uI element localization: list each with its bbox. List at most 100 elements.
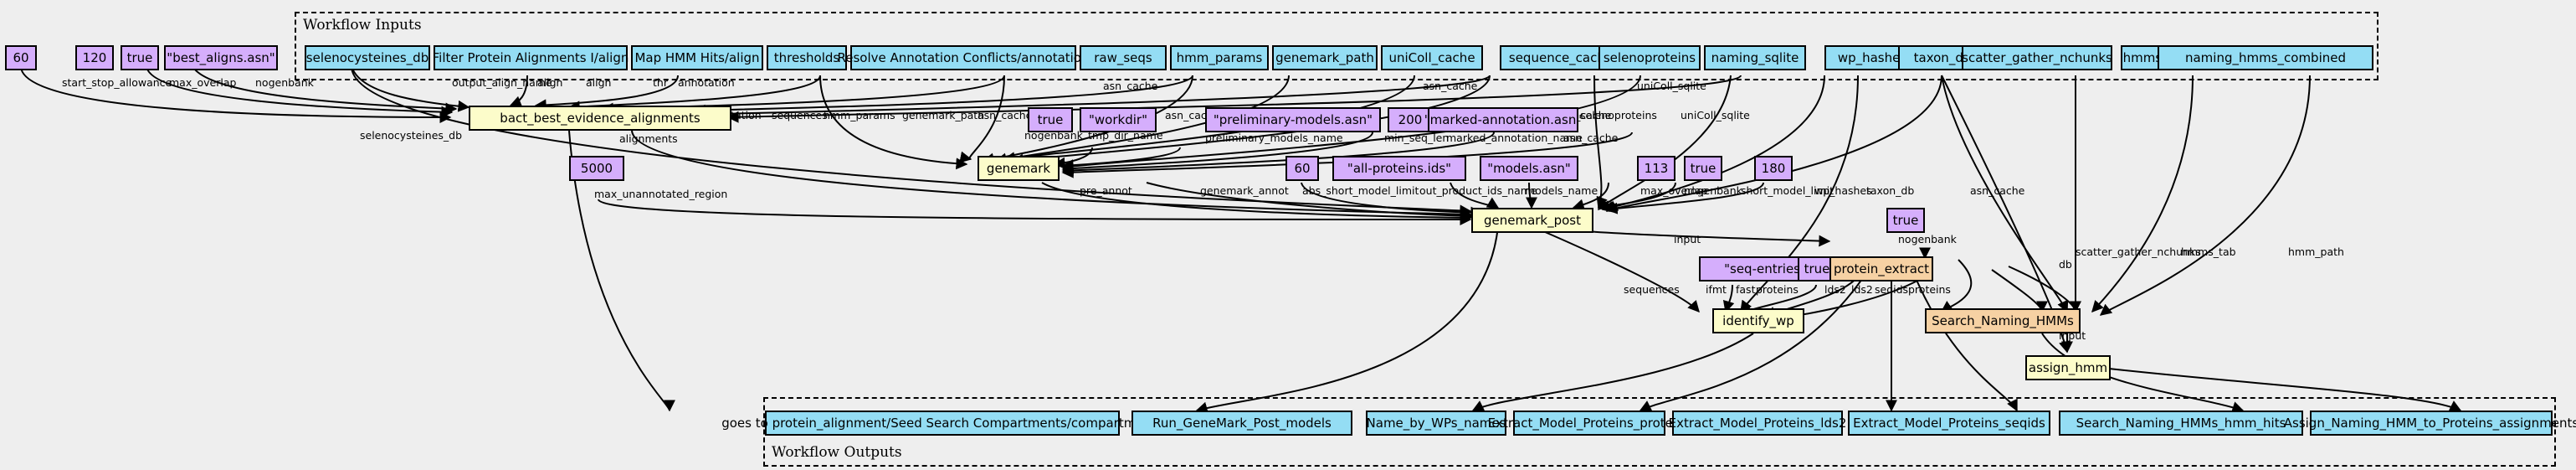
edge [2099,75,2311,316]
edge [2091,75,2194,313]
edge-label: asn_cache [978,109,1033,121]
parameter-node[interactable]: "preliminary-models.asn" [1205,107,1381,132]
input-raw-seqs[interactable]: raw_seqs [1080,45,1167,70]
edge-label: lds2 [1851,283,1873,296]
edge [1471,333,1754,411]
parameter-node[interactable]: true [1886,208,1925,233]
input-unicoll-cache[interactable]: uniColl_cache [1381,45,1483,70]
input-genemark-path[interactable]: genemark_path [1272,45,1378,70]
edge [1941,75,2071,354]
task-genemark[interactable]: genemark [978,156,1060,181]
edge-label: max_unannotated_region [594,188,727,200]
task-genemark-post[interactable]: genemark_post [1471,208,1593,233]
parameter-node[interactable]: "best_aligns.asn" [164,45,278,70]
edge-label: proteins [1908,283,1951,296]
edge-label: seqids [1875,283,1908,296]
output-goes-to-protein-alignment-seed-search-co[interactable]: goes to protein_alignment/Seed Search Co… [721,411,1163,436]
edge-label: models_name [1525,184,1598,197]
parameter-node[interactable]: true [1028,107,1073,132]
input-scatter-gather-nchunks[interactable]: scatter_gather_nchunks [1962,45,2112,70]
edge [1941,75,2069,313]
edge [726,75,1742,123]
edge-label: asn_cache [1970,184,2025,197]
edge [1041,182,1472,224]
task-protein-extract[interactable]: protein_extract [1829,256,1933,281]
output-extract-model-proteins-proteins[interactable]: Extract_Model_Proteins_proteins [1488,411,1691,436]
parameter-node[interactable]: 200 [1388,107,1433,132]
edge [1061,132,1495,177]
edge-label: nogenbank [1684,184,1743,197]
edge [534,75,679,111]
parameter-node[interactable]: "workdir" [1080,107,1157,132]
edge-label: min_seq_len [1384,132,1449,144]
parameter-node[interactable]: "marked-annotation.asn" [1424,107,1582,132]
output-assign-naming-hmm-to-proteins-assignment[interactable]: Assign_Naming_HMM_to_Proteins_assignment… [2284,411,2576,436]
edge [568,130,675,412]
edge-label: wp_hashes [1814,184,1872,197]
edge-label: genemark_path [902,109,984,121]
input-naming-hmms-combined[interactable]: naming_hmms_combined [2158,45,2373,70]
edge-label: hmm_params [824,109,895,121]
edge-label: out_product_ids_name [1419,184,1537,197]
edge-label: fast [1736,283,1756,296]
task-search-naming[interactable]: Search_Naming_HMMs [1925,308,2081,333]
edge-label: asn_cache [1423,80,1478,92]
edge [1525,182,1537,209]
task-assign-hmm[interactable]: assign_hmm [2025,355,2111,380]
input-selenocysteines-db[interactable]: selenocysteines_db [305,45,430,70]
parameter-node[interactable]: 60 [1285,156,1319,181]
input-naming-sqlite[interactable]: naming_sqlite [1704,45,1806,70]
edge [1061,132,1373,175]
edge [1146,182,1475,222]
parameter-node[interactable]: "all-proteins.ids" [1332,156,1466,181]
edge [693,75,1193,116]
edge-label: alignments [619,132,678,145]
parameter-node[interactable]: true [121,45,159,70]
input-hmms-tab[interactable]: hmms_tab [2121,45,2191,70]
edge [959,75,1005,163]
parameter-node[interactable]: 5000 [569,156,624,181]
edge [1639,259,1876,411]
edge-label: hmms_tab [2181,245,2236,258]
task-bact-best[interactable]: bact_best_evidence_alignments [469,106,731,131]
input-selenoproteins[interactable]: selenoproteins [1598,45,1701,70]
output-search-naming-hmms-hmm-hits[interactable]: Search_Naming_HMMs_hmm_hits [2059,411,2303,436]
edge-label: nogenbank [1898,233,1958,245]
edge-label: short_model_limit [1741,184,1834,197]
input-hmm-params[interactable]: hmm_params [1170,45,1269,70]
output-run-genemark-post-models[interactable]: Run_GeneMark_Post_models [1131,411,1352,436]
task-identify-wp[interactable]: identify_wp [1712,308,1804,333]
edge [1003,75,1415,164]
edge-label: input [1674,233,1701,245]
edge-label: marked_annotation_name [1446,132,1583,144]
edge-label: max_overlap [1640,184,1707,197]
parameter-node[interactable]: 113 [1637,156,1675,181]
edge-label: asn_cache [1563,132,1619,144]
input-map-hmm-hits-align[interactable]: Map HMM Hits/align [631,45,763,70]
parameter-node[interactable]: 180 [1754,156,1793,181]
edge-label: preliminary_models_name [1205,132,1343,144]
input-filter-protein-alignments-i-align[interactable]: Filter Protein Alignments I/align [433,45,629,70]
edge [1601,75,1825,213]
output-extract-model-proteins-seqids[interactable]: Extract_Model_Proteins_seqids [1848,411,2050,436]
edge [1061,75,1641,172]
edge [1991,269,2048,313]
edge-label: hmm_path [2288,245,2344,258]
edge [1011,75,1491,166]
edge-label: db [2059,258,2072,271]
output-name-by-wps-names[interactable]: Name_by_WPs_names [1366,411,1506,436]
parameter-node[interactable]: "models.asn" [1480,156,1578,181]
edge-label: lds2 [1824,283,1846,296]
output-extract-model-proteins-lds2[interactable]: Extract_Model_Proteins_lds2 [1669,411,1846,436]
edge-label: proteins [1756,283,1799,296]
input-resolve-annotation-conflicts-annotation[interactable]: Resolve Annotation Conflicts/annotation [838,45,1090,70]
parameter-node[interactable]: 60 [5,45,37,70]
edge-label: scatter_gather_nchunks [2076,245,2201,258]
input-thresholds[interactable]: thresholds [767,45,847,70]
edge [2108,368,2462,411]
edge [1195,225,1499,414]
parameter-node[interactable]: 120 [75,45,114,70]
parameter-node[interactable]: true [1684,156,1722,181]
edge-label: ifmt [1706,283,1727,296]
